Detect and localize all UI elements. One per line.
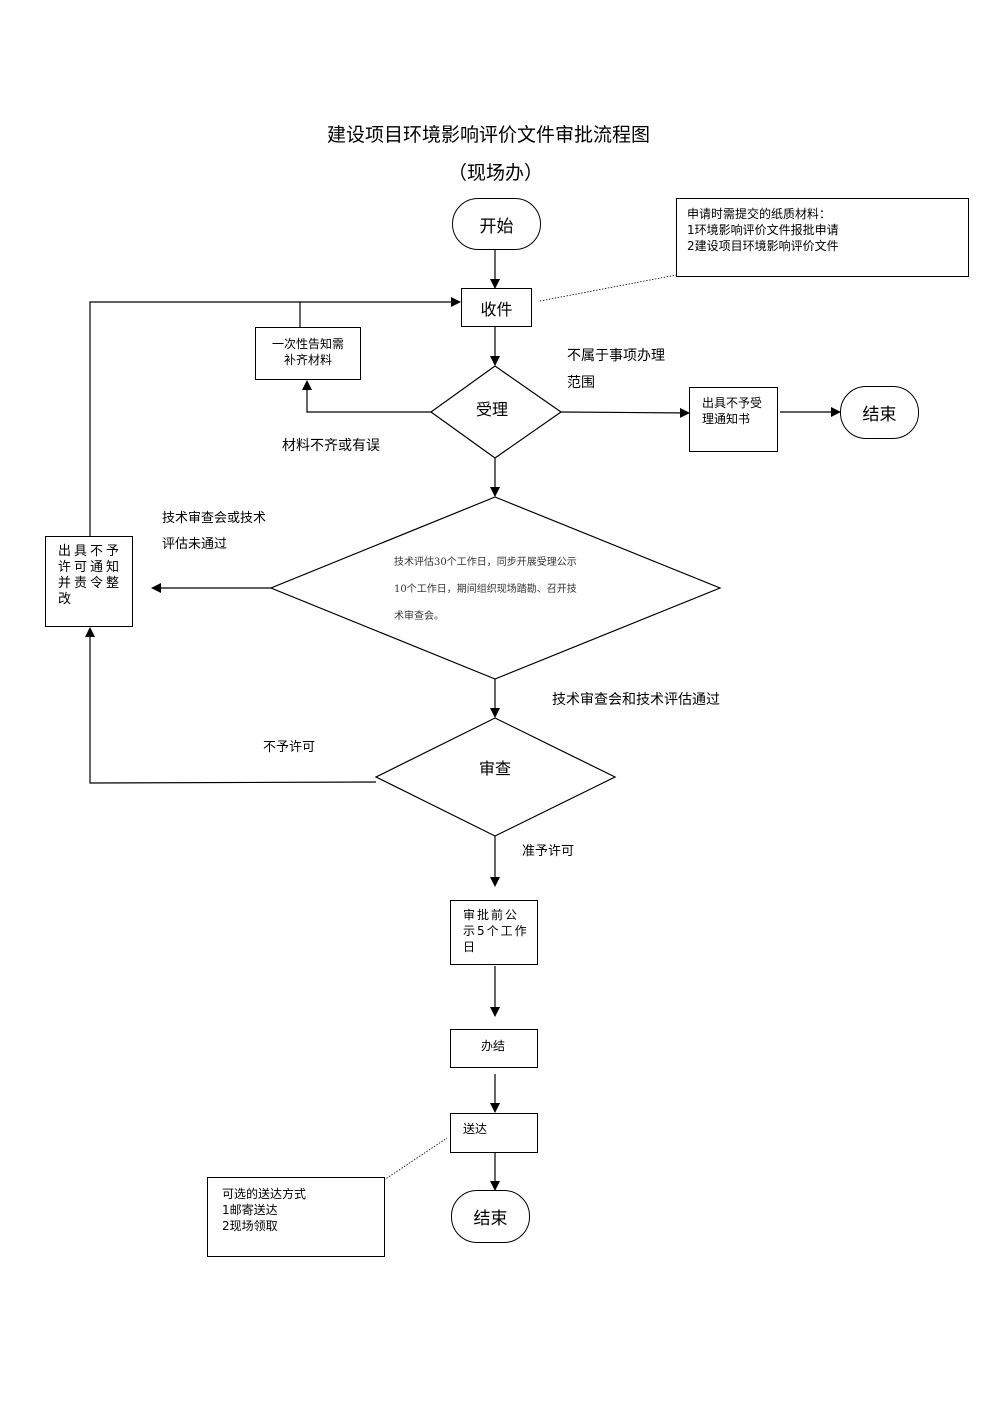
note-connector-materials: [539, 274, 677, 302]
tech-review-diamond: [269, 496, 722, 680]
tech-review-line: 技术评估30个工作日，同步开展受理公示: [394, 557, 577, 568]
page-title: 建设项目环境影响评价文件审批流程图: [327, 124, 651, 146]
publicity-line: 日: [463, 940, 478, 954]
deliver-label: 送达: [463, 1122, 488, 1136]
materials-note-line: 申请时需提交的纸质材料：: [687, 207, 832, 221]
tech-passed-label: 技术审查会和技术评估通过: [552, 692, 720, 708]
page-subtitle: （现场办）: [448, 162, 544, 184]
end-bottom-label: 结束: [473, 1209, 508, 1229]
note-connector-delivery: [383, 1137, 448, 1181]
delivery-note: 可选的送达方式 1邮寄送达 2现场领取: [207, 1177, 385, 1257]
tech-review-line: 10个工作日，期间组织现场踏勘、召开技: [394, 584, 577, 595]
arrow-nopermit-to-receive: [89, 297, 461, 536]
start-node: 开始: [452, 198, 541, 250]
permitted-label: 准予许可: [522, 844, 575, 859]
no-permit-line: 许可通知: [58, 560, 123, 575]
supplement-label-line: 一次性告知需: [271, 337, 344, 351]
deliver-node: 送达: [450, 1113, 538, 1153]
no-permit-line: 改: [58, 592, 75, 607]
supplement-node: 一次性告知需 补齐材料: [255, 327, 361, 380]
materials-note: 申请时需提交的纸质材料： 1环境影响评价文件报批申请 2建设项目环境影响评价文件: [676, 198, 969, 277]
delivery-note-line: 1邮寄送达: [222, 1203, 278, 1217]
complete-label: 办结: [481, 1039, 506, 1053]
arrow-accept-to-reject: [560, 407, 690, 418]
out-of-scope-line: 不属于事项办理: [567, 348, 665, 364]
receive-node: 收件: [461, 288, 532, 327]
receive-label: 收件: [480, 299, 513, 319]
materials-note-line: 2建设项目环境影响评价文件: [687, 239, 839, 253]
delivery-note-line: 2现场领取: [222, 1219, 278, 1233]
tech-review-text: 技术评估30个工作日，同步开展受理公示 10个工作日，期间组织现场踏勘、召开技 …: [394, 549, 577, 630]
publicity-node: 审批前公 示5个工作 日: [450, 900, 538, 965]
tech-review-line: 术审查会。: [394, 611, 444, 622]
accept-label: 受理: [476, 400, 509, 419]
tech-failed-line: 评估未通过: [162, 537, 228, 552]
end-top-label: 结束: [862, 405, 897, 425]
end-node-top: 结束: [840, 386, 919, 439]
not-permitted-label: 不予许可: [263, 740, 316, 755]
materials-note-line: 1环境影响评价文件报批申请: [687, 223, 839, 237]
publicity-line: 审批前公: [463, 908, 520, 922]
publicity-line: 示5个工作: [463, 924, 529, 938]
delivery-note-line: 可选的送达方式: [222, 1187, 307, 1201]
examine-diamond: [374, 717, 617, 837]
incomplete-label: 材料不齐或有误: [282, 438, 380, 454]
no-permit-notice-node: 出具不予 许可通知 并责令整 改: [45, 536, 133, 627]
tech-failed-label: 技术审查会或技术 评估未通过: [162, 506, 266, 558]
no-permit-line: 并责令整: [58, 576, 123, 591]
complete-node: 办结: [450, 1029, 538, 1068]
reject-notice-line: 理通知书: [702, 412, 751, 426]
supplement-label-line: 补齐材料: [283, 353, 332, 367]
reject-notice-node: 出具不予受 理通知书: [689, 387, 778, 452]
end-node-bottom: 结束: [451, 1190, 530, 1243]
out-of-scope-line: 范围: [567, 375, 595, 391]
tech-failed-line: 技术审查会或技术: [162, 511, 267, 526]
start-label: 开始: [479, 216, 514, 237]
no-permit-line: 出具不予: [58, 544, 123, 559]
examine-label: 审查: [479, 759, 512, 778]
reject-notice-line: 出具不予受: [702, 396, 763, 410]
arrow-examine-to-nopermit: [85, 627, 377, 784]
arrow-accept-to-supplement: [302, 380, 431, 413]
out-of-scope-label: 不属于事项办理 范围: [567, 343, 665, 397]
accept-diamond: [429, 365, 563, 459]
